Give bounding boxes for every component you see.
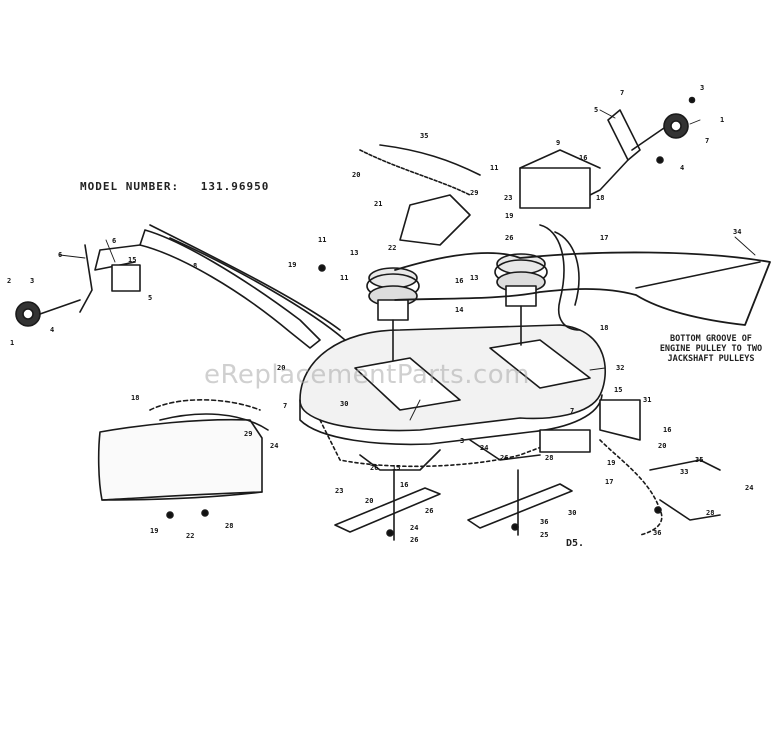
callout: 26 <box>370 464 378 472</box>
callout-numbers: 2 3 1 4 6 6 5 8 15 5 7 3 1 7 4 9 11 23 1… <box>7 84 753 544</box>
callout: 23 <box>504 194 512 202</box>
left-blade <box>334 487 441 533</box>
callout: 19 <box>150 527 158 535</box>
callout: 36 <box>540 518 548 526</box>
callout: 18 <box>131 394 139 402</box>
callout: 6 <box>112 237 116 245</box>
left-lift-arm <box>139 229 321 349</box>
callout: 31 <box>643 396 651 404</box>
callout: 28 <box>225 522 233 530</box>
model-number-label: MODEL NUMBER: 131.96950 <box>80 180 283 193</box>
callout: 35 <box>695 456 703 464</box>
callout: 28 <box>706 509 714 517</box>
callout: 7 <box>705 137 709 145</box>
callout: 15 <box>614 386 622 394</box>
callout: 7 <box>283 402 287 410</box>
callout: 7 <box>620 89 624 97</box>
belt-routing-note: BOTTOM GROOVE OF ENGINE PULLEY TO TWO JA… <box>636 334 782 364</box>
callout: 24 <box>745 484 753 492</box>
callout: 20 <box>365 497 373 505</box>
callout: 3 <box>30 277 34 285</box>
callout: 16 <box>663 426 671 434</box>
callout: 2 <box>7 277 11 285</box>
callout: 20 <box>658 442 666 450</box>
callout: 19 <box>607 459 615 467</box>
callout: 5 <box>148 294 152 302</box>
callout: 8 <box>193 262 197 270</box>
callout: 24 <box>410 524 418 532</box>
callout: 26 <box>425 507 433 515</box>
callout: 29 <box>244 430 252 438</box>
callout: 30 <box>340 400 348 408</box>
callout: 22 <box>186 532 194 540</box>
discharge-chute <box>97 418 263 501</box>
callout: 16 <box>400 481 408 489</box>
right-lift-arm <box>607 109 641 161</box>
belt-note-line: BOTTOM GROOVE OF <box>670 334 752 344</box>
callout: 18 <box>600 324 608 332</box>
callout: 20 <box>352 171 360 179</box>
callout: 26 <box>505 234 513 242</box>
callout: 3 <box>460 437 464 445</box>
callout: 11 <box>318 236 326 244</box>
callout: 29 <box>470 189 478 197</box>
callout: 17 <box>605 478 613 486</box>
callout: 35 <box>420 132 428 140</box>
callout: 13 <box>470 274 478 282</box>
callout: 16 <box>579 154 587 162</box>
model-number-caption: MODEL NUMBER: <box>80 180 180 193</box>
diagram-code: D5. <box>566 538 585 549</box>
callout: 11 <box>490 164 498 172</box>
callout: 23 <box>335 487 343 495</box>
callout: 20 <box>277 364 285 372</box>
callout: 26 <box>410 536 418 544</box>
callout: 22 <box>388 244 396 252</box>
callout: 25 <box>540 531 548 539</box>
callout: 5 <box>594 106 598 114</box>
callout: 18 <box>596 194 604 202</box>
drive-belt <box>394 251 771 326</box>
callout: 6 <box>58 251 62 259</box>
watermark: eReplacementParts.com <box>204 360 531 390</box>
callout: 3 <box>700 84 704 92</box>
callout: 32 <box>616 364 624 372</box>
callout: 19 <box>505 212 513 220</box>
callout: 4 <box>680 164 684 172</box>
callout: 15 <box>392 464 400 472</box>
idler-bracket <box>399 194 471 246</box>
callout: 14 <box>455 306 463 314</box>
callout: 17 <box>600 234 608 242</box>
callout: 4 <box>50 326 54 334</box>
callout: 34 <box>733 228 741 236</box>
callout: 7 <box>570 407 574 415</box>
callout: 13 <box>350 249 358 257</box>
callout: 16 <box>455 277 463 285</box>
callout: 33 <box>680 468 688 476</box>
callout: 19 <box>288 261 296 269</box>
callout: 15 <box>128 256 136 264</box>
callout: 9 <box>556 139 560 147</box>
callout: 24 <box>270 442 278 450</box>
right-spindle-pulley <box>494 253 548 346</box>
callout: 1 <box>10 339 14 347</box>
left-spindle-pulley <box>366 267 420 361</box>
callout: 26 <box>500 454 508 462</box>
belt-note-line: JACKSHAFT PULLEYS <box>667 354 755 364</box>
callout: 21 <box>374 200 382 208</box>
callout: 28 <box>545 454 553 462</box>
callout: 1 <box>720 116 724 124</box>
belt-note-line: ENGINE PULLEY TO TWO <box>659 344 763 354</box>
callout: 36 <box>653 529 661 537</box>
callout: 11 <box>340 274 348 282</box>
right-blade <box>467 483 573 529</box>
model-number-value: 131.96950 <box>200 180 270 193</box>
callout: 24 <box>480 444 488 452</box>
callout: 30 <box>568 509 576 517</box>
